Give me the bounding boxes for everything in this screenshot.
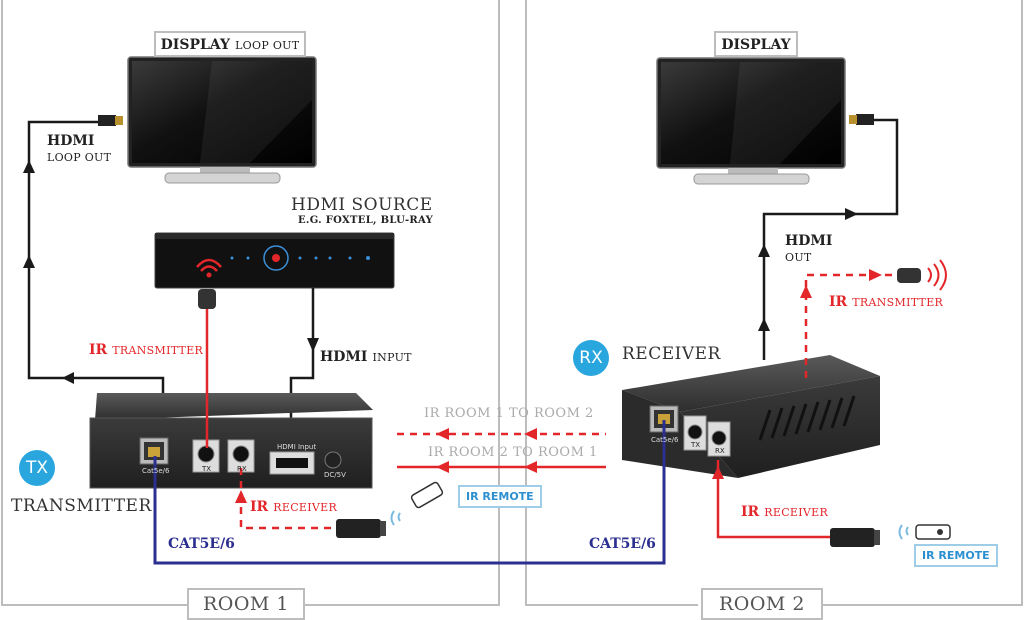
arrow bbox=[23, 255, 35, 268]
hdmi-loop-out-label: HDMI LOOP OUT bbox=[47, 133, 112, 164]
hdmi-out-path bbox=[762, 118, 899, 360]
ir-receiver-right-path bbox=[716, 460, 830, 539]
tx-badge: TX bbox=[19, 450, 55, 486]
display-loop-out-label: DISPLAY LOOP OUT bbox=[154, 31, 306, 57]
arrow bbox=[23, 160, 35, 173]
ir-transmitter-left-label: IR TRANSMITTER bbox=[89, 342, 204, 358]
ir-receiver-left-label: IR RECEIVER bbox=[250, 499, 338, 515]
display-receiver bbox=[656, 57, 846, 185]
room2-label: ROOM 2 bbox=[701, 588, 823, 620]
ir-room2-to-room1-line bbox=[397, 461, 606, 473]
tx-port-rx-label: RX bbox=[237, 465, 247, 473]
ir-receiver-eye-right bbox=[830, 528, 880, 547]
hdmi-source-label: HDMI SOURCE bbox=[291, 195, 433, 215]
transmitter-label: TRANSMITTER bbox=[11, 496, 152, 516]
hdmi-plug-icon bbox=[98, 115, 123, 126]
hdmi-source-device bbox=[154, 232, 395, 289]
tx-port-dc-label: DC/5V bbox=[324, 471, 346, 479]
rx-badge: RX bbox=[573, 340, 609, 376]
remote-control-icon-right bbox=[898, 524, 951, 540]
ir-remote-left-label: IR REMOTE bbox=[458, 485, 542, 508]
arrow bbox=[307, 338, 319, 352]
rx-port-rj45-label: Cat5e/6 bbox=[651, 436, 679, 444]
ir-transmitter-left bbox=[198, 289, 216, 448]
room2-frame bbox=[525, 0, 1023, 606]
hdmi-input-label: HDMI INPUT bbox=[320, 349, 412, 365]
ir-room2-to-room1-label: IR ROOM 2 TO ROOM 1 bbox=[428, 445, 598, 460]
cat5e6-left-label: CAT5E/6 bbox=[168, 536, 235, 552]
arrow bbox=[800, 285, 812, 298]
ir-receiver-right-label: IR RECEIVER bbox=[741, 504, 829, 520]
rx-port-rx-label: RX bbox=[715, 447, 725, 455]
tx-port-hdmi-label: HDMI Input bbox=[277, 443, 317, 451]
arrow bbox=[869, 269, 882, 281]
room1-label: ROOM 1 bbox=[187, 588, 305, 620]
ir-remote-right-label: IR REMOTE bbox=[914, 544, 998, 567]
cat5e6-cable bbox=[153, 420, 666, 565]
transmitter-device bbox=[89, 393, 373, 489]
receiver-device bbox=[622, 355, 880, 478]
ir-receiver-left-path bbox=[239, 468, 335, 530]
ir-transmitter-right-path bbox=[804, 273, 895, 378]
ir-transmitter-right-label: IR TRANSMITTER bbox=[829, 294, 944, 310]
hdmi-out-label: HDMI OUT bbox=[785, 233, 833, 264]
display-loop-out bbox=[127, 56, 317, 184]
tx-port-rj45-label: Cat5e/6 bbox=[142, 467, 170, 475]
ir-room1-to-room2-label: IR ROOM 1 TO ROOM 2 bbox=[424, 406, 594, 421]
arrow bbox=[845, 208, 858, 220]
arrow bbox=[712, 466, 724, 479]
arrow bbox=[62, 372, 74, 384]
receiver-label: RECEIVER bbox=[622, 344, 721, 364]
rx-port-tx-label: TX bbox=[691, 441, 701, 449]
arrow bbox=[758, 318, 770, 331]
hdmi-loop-out-path bbox=[27, 120, 165, 393]
cat5e6-right-label: CAT5E/6 bbox=[589, 536, 656, 552]
hdmi-source-sub: E.G. FOXTEL, BLU-RAY bbox=[298, 215, 434, 226]
arrow bbox=[758, 244, 770, 257]
remote-control-icon-left bbox=[390, 481, 444, 526]
ir-transmitter-eye-right bbox=[897, 259, 947, 291]
tx-port-tx-label: TX bbox=[202, 465, 212, 473]
hdmi-plug-icon bbox=[849, 114, 874, 125]
room1-frame bbox=[1, 0, 500, 606]
arrow bbox=[235, 490, 247, 503]
ir-room1-to-room2-line bbox=[397, 428, 606, 440]
ir-receiver-eye-left bbox=[336, 519, 386, 538]
display-label: DISPLAY bbox=[714, 31, 798, 57]
